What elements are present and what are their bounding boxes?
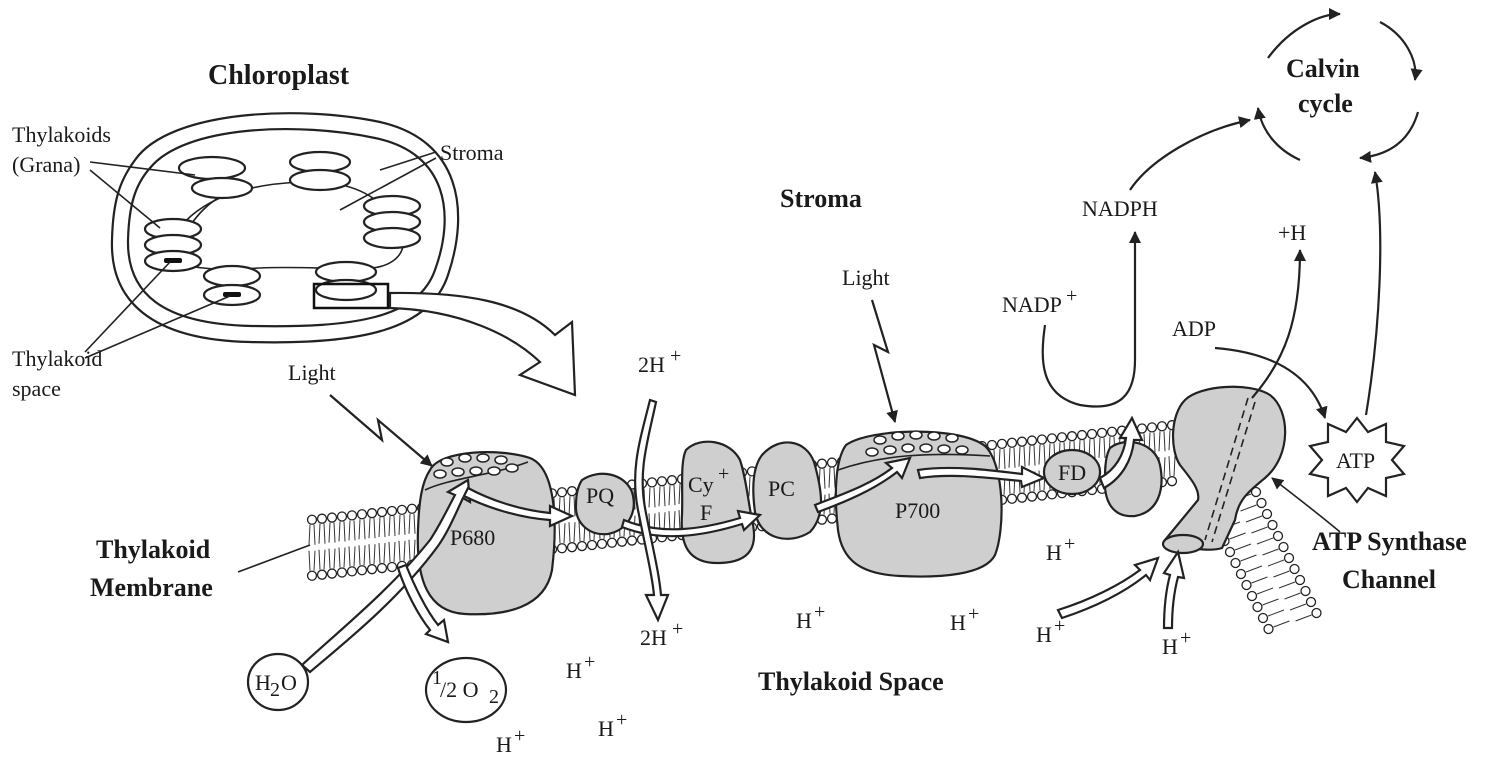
h2o-circle: H 2 O — [246, 652, 310, 712]
svg-text:H: H — [1046, 540, 1062, 565]
atp-synthase-label-2: Channel — [1342, 565, 1436, 594]
atp-synthase-label: ATP Synthase — [1312, 527, 1467, 556]
grana-stack — [288, 150, 352, 192]
cytochrome-f: Cy + F — [680, 440, 756, 565]
thylakoids-label: Thylakoids — [12, 122, 111, 147]
calvin-label-2: cycle — [1298, 89, 1353, 118]
cytf-label-top: Cy — [688, 472, 714, 497]
svg-text:H: H — [598, 716, 614, 741]
svg-text:2: 2 — [270, 679, 280, 701]
grana-stack — [143, 217, 203, 273]
grana-label: (Grana) — [12, 152, 80, 177]
nadph-label: NADPH — [1082, 196, 1158, 221]
stroma-label: Stroma — [780, 184, 862, 213]
thylakoid-space-label: Thylakoid — [12, 346, 102, 371]
svg-text:+: + — [514, 725, 525, 747]
adp-to-atp-arrow — [1214, 346, 1328, 419]
atp-to-calvin-arrow — [1364, 171, 1383, 416]
svg-text:H: H — [255, 670, 271, 695]
svg-text:H: H — [950, 610, 966, 635]
fd-label: FD — [1058, 460, 1086, 485]
svg-text:+: + — [1180, 627, 1191, 649]
zoom-arrow — [388, 291, 577, 397]
svg-text:+: + — [1054, 615, 1065, 637]
proton-labels: 2H + 2H + H + H + H + H + H + H + H + H … — [496, 345, 1191, 757]
photosystem-i-p700: P700 — [834, 430, 1003, 578]
nadp-reduction-arrow — [1041, 231, 1141, 408]
atp-label: ATP — [1336, 448, 1375, 473]
calvin-label: Calvin — [1286, 54, 1360, 83]
atp-starburst: ATP — [1307, 416, 1407, 504]
plus-h-label: +H — [1278, 220, 1306, 245]
atp-synthase — [1161, 385, 1287, 555]
svg-text:1: 1 — [432, 667, 442, 689]
proton-exit-arrow — [1251, 249, 1306, 399]
thylakoid-space-label-2: space — [12, 376, 61, 401]
grana-stack — [362, 194, 422, 250]
light-label-ps1: Light — [842, 265, 890, 290]
calvin-cycle: Calvin cycle — [1253, 8, 1423, 163]
nadp-plus-label: NADP — [1002, 292, 1062, 317]
svg-text:+: + — [670, 345, 681, 367]
svg-text:+: + — [616, 709, 627, 731]
chloroplast-inset: Chloroplast — [12, 60, 504, 401]
p680-label: P680 — [450, 525, 495, 550]
atp-synthase-pointer — [1271, 477, 1341, 533]
svg-text:H: H — [1162, 634, 1178, 659]
half-oxygen-circle: 1 /2 O 2 — [424, 656, 508, 724]
svg-text:2: 2 — [489, 686, 499, 708]
svg-text:O: O — [281, 670, 297, 695]
plastoquinone-pq: PQ — [574, 472, 635, 536]
chloroplast-title: Chloroplast — [208, 60, 350, 91]
zoom-box — [312, 282, 390, 310]
svg-text:+: + — [672, 618, 683, 640]
pq-label: PQ — [586, 483, 614, 508]
pc-label: PC — [768, 476, 795, 501]
thylakoid-membrane-label: Thylakoid — [96, 535, 211, 564]
p700-label: P700 — [895, 498, 940, 523]
lightning-icon — [870, 299, 898, 423]
cytf-sup: + — [718, 463, 729, 485]
electron-flow-arrows — [300, 398, 1186, 674]
svg-text:+: + — [1064, 533, 1075, 555]
svg-text:/2 O: /2 O — [440, 677, 479, 702]
ferredoxin-fd: FD — [1042, 448, 1102, 496]
svg-text:+: + — [814, 601, 825, 623]
nadph-to-calvin-arrow — [1129, 116, 1251, 191]
adp-label: ADP — [1172, 316, 1216, 341]
inset-stroma-label: Stroma — [440, 140, 504, 165]
svg-text:H: H — [496, 732, 512, 757]
cytf-label-bottom: F — [700, 500, 712, 525]
nadp-plus-sup: + — [1066, 285, 1077, 307]
svg-text:+: + — [584, 651, 595, 673]
svg-text:+: + — [968, 603, 979, 625]
plastocyanin-pc: PC — [752, 441, 822, 540]
lightning-icon — [329, 394, 433, 467]
thylakoid-space-main-label: Thylakoid Space — [758, 667, 944, 696]
svg-text:2H: 2H — [640, 625, 667, 650]
grana-stack — [177, 155, 254, 200]
chloroplast-outer-membrane — [110, 112, 460, 344]
svg-text:H: H — [796, 608, 812, 633]
svg-text:H: H — [566, 658, 582, 683]
light-label-ps2: Light — [288, 360, 336, 385]
svg-text:H: H — [1036, 622, 1052, 647]
svg-text:2H: 2H — [638, 352, 665, 377]
thylakoid-membrane-label-2: Membrane — [90, 573, 213, 602]
grana-stack — [202, 264, 262, 307]
grana-stack — [314, 260, 378, 302]
